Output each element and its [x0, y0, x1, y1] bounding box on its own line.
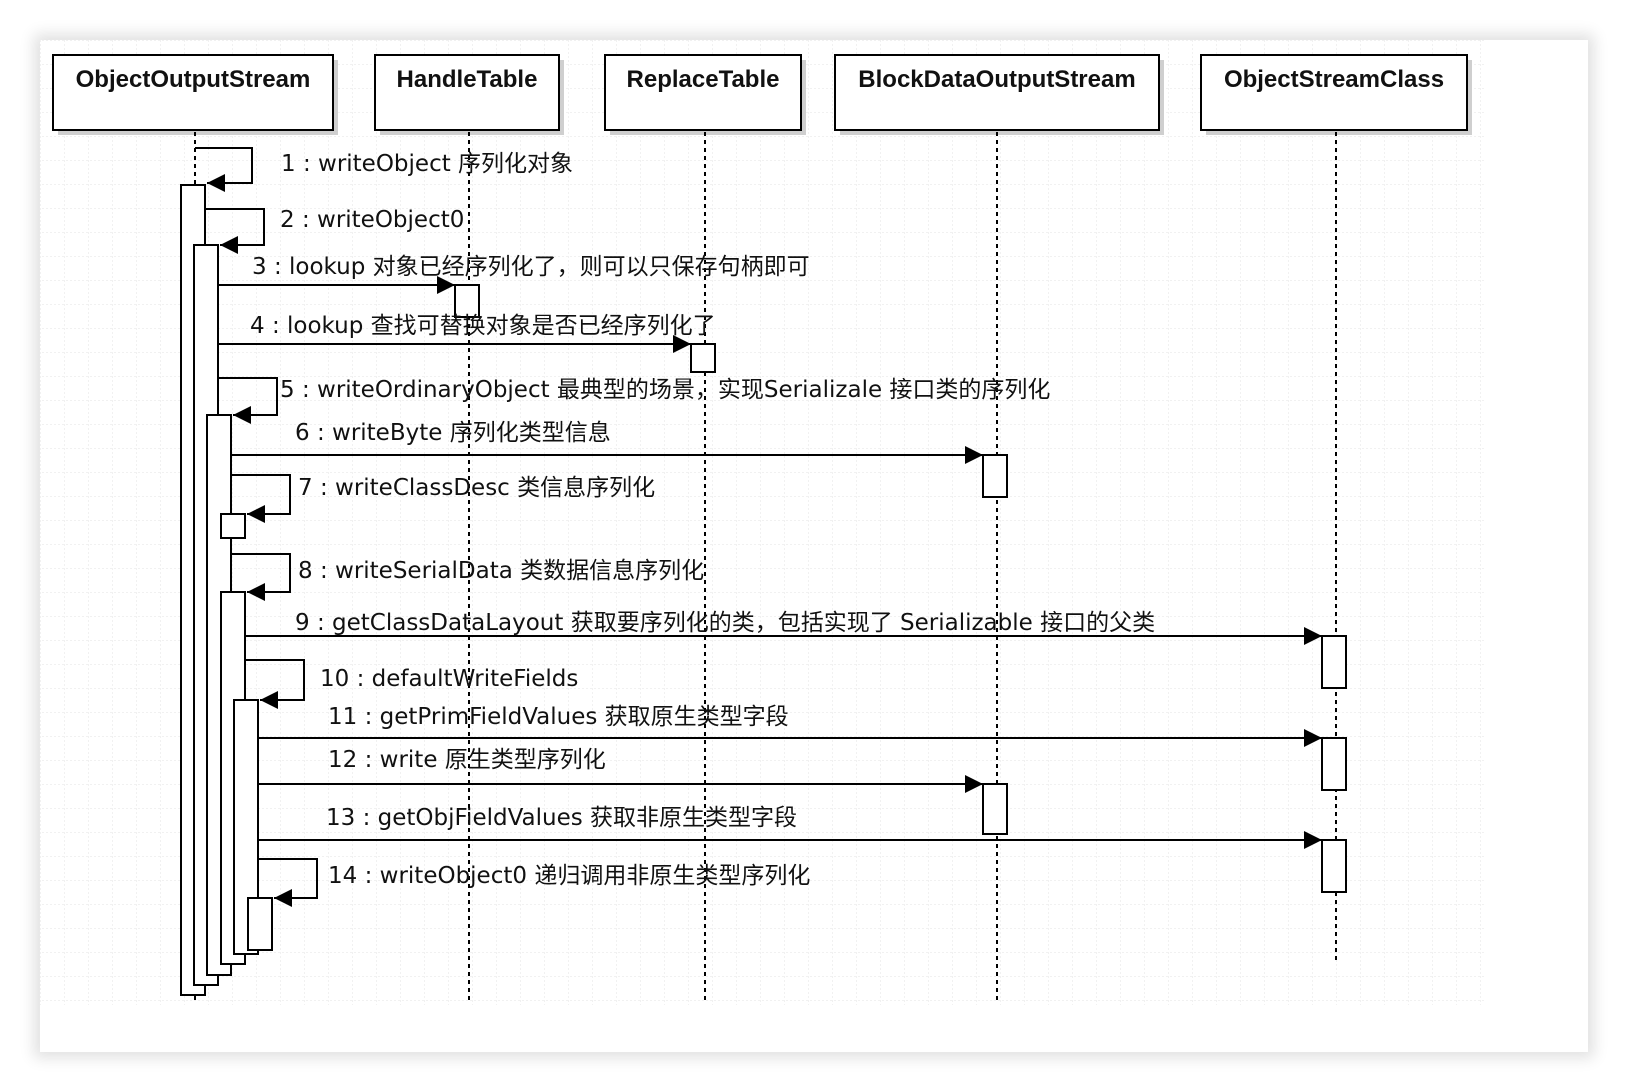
message-arrow-5	[218, 377, 278, 424]
message-label-14: 14 : writeObject0 递归调用非原生类型序列化	[328, 863, 810, 889]
activation-bar-7	[220, 513, 246, 539]
lifeline-title-osc: ObjectStreamClass	[1224, 66, 1444, 93]
message-arrow-7	[231, 474, 291, 523]
message-label-11: 11 : getPrimFieldValues 获取原生类型字段	[328, 704, 789, 730]
message-arrow-1	[195, 147, 253, 192]
message-label-12: 12 : write 原生类型序列化	[328, 747, 606, 773]
message-label-1: 1 : writeObject 序列化对象	[281, 151, 573, 177]
message-label-6: 6 : writeByte 序列化类型信息	[295, 420, 611, 446]
message-label-2: 2 : writeObject0	[280, 207, 464, 233]
message-arrow-14	[258, 858, 318, 907]
activation-bar-rt	[690, 343, 716, 373]
lifeline-ht: HandleTable	[374, 54, 564, 1002]
lifeline-rt: ReplaceTable	[604, 54, 806, 1002]
sequence-diagram: ObjectOutputStream HandleTable ReplaceTa…	[40, 40, 1486, 1005]
lifeline-title-oos: ObjectOutputStream	[76, 66, 311, 93]
lifeline-title-bdos: BlockDataOutputStream	[858, 66, 1135, 93]
message-label-10: 10 : defaultWriteFields	[320, 666, 578, 692]
activation-bar-bdos-12	[982, 783, 1008, 835]
activation-bar-ht	[454, 284, 480, 318]
activation-bar-bdos-6	[982, 454, 1008, 498]
message-arrow-2	[205, 208, 265, 254]
message-label-13: 13 : getObjFieldValues 获取非原生类型字段	[326, 805, 797, 831]
lifeline-osc: ObjectStreamClass	[1200, 54, 1472, 962]
activation-bar-osc-9	[1321, 635, 1347, 689]
message-label-4: 4 : lookup 查找可替换对象是否已经序列化了	[250, 313, 716, 339]
lifeline-bdos: BlockDataOutputStream	[834, 54, 1164, 1002]
activation-bar-14	[247, 897, 273, 951]
diagram-canvas: ObjectOutputStream HandleTable ReplaceTa…	[40, 40, 1588, 1052]
activation-bar-osc-11	[1321, 737, 1347, 791]
lifeline-title-rt: ReplaceTable	[627, 66, 780, 93]
activation-bar-osc-13	[1321, 839, 1347, 893]
grid-background	[40, 40, 1486, 1005]
message-label-8: 8 : writeSerialData 类数据信息序列化	[298, 558, 704, 584]
message-label-5: 5 : writeOrdinaryObject 最典型的场景，实现Seriali…	[280, 377, 1050, 403]
message-label-7: 7 : writeClassDesc 类信息序列化	[298, 475, 655, 501]
lifeline-title-ht: HandleTable	[397, 66, 538, 93]
message-label-3: 3 : lookup 对象已经序列化了，则可以只保存句柄即可	[252, 254, 810, 280]
message-label-9: 9 : getClassDataLayout 获取要序列化的类，包括实现了 Se…	[295, 610, 1155, 636]
message-arrow-10	[245, 659, 305, 709]
message-arrow-8	[231, 553, 291, 601]
